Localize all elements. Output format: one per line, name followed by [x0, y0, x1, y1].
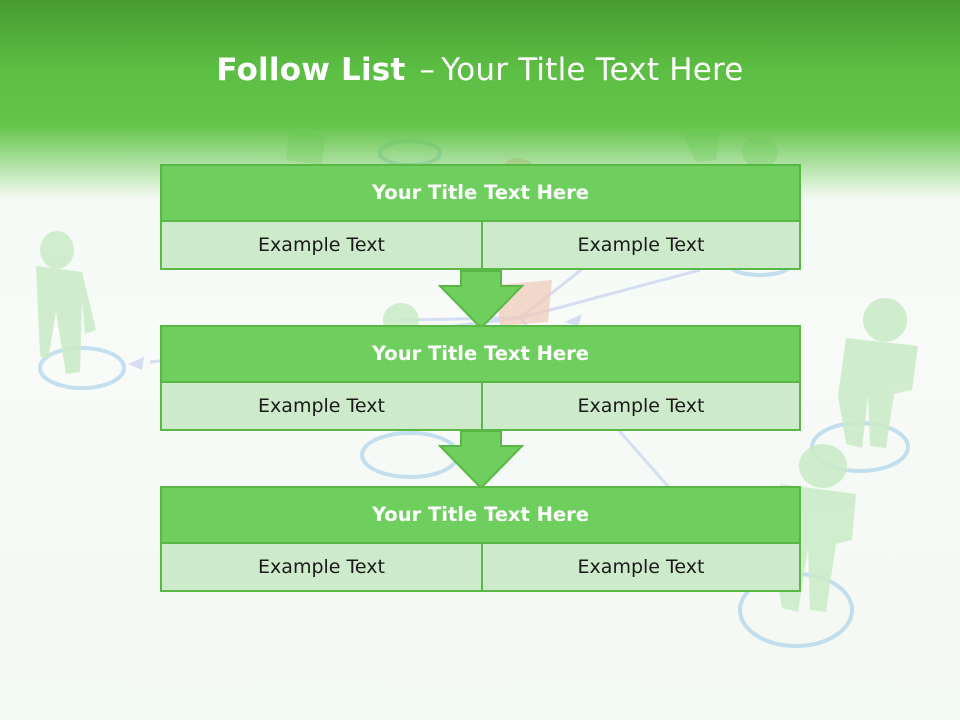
- box-cell-right: Example Text: [577, 395, 705, 417]
- follow-list-box-1: Your Title Text Here Example Text Exampl…: [160, 164, 801, 270]
- box-header: Your Title Text Here: [162, 166, 799, 222]
- title-dash: –: [419, 52, 436, 88]
- box-header: Your Title Text Here: [162, 327, 799, 383]
- network-link: [519, 268, 701, 320]
- slide-title-bold: Follow List: [216, 52, 406, 88]
- ground-ring: [38, 346, 126, 390]
- follow-list-box-2: Your Title Text Here Example Text Exampl…: [160, 325, 801, 431]
- box-title: Your Title Text Here: [371, 503, 590, 526]
- box-title: Your Title Text Here: [371, 181, 590, 204]
- person-figure-left: [36, 231, 96, 374]
- follow-list-box-3: Your Title Text Here Example Text Exampl…: [160, 486, 801, 592]
- box-cell-right: Example Text: [577, 556, 705, 578]
- down-arrow-icon: [438, 430, 524, 490]
- box-cell-left: Example Text: [162, 222, 483, 268]
- person-figure-right: [838, 298, 918, 448]
- down-arrow-icon: [438, 270, 524, 330]
- network-arrowhead: [565, 314, 582, 327]
- slide-title: Follow List–Your Title Text Here: [0, 52, 960, 88]
- box-title: Your Title Text Here: [371, 342, 590, 365]
- network-arrowhead: [128, 357, 144, 370]
- box-header: Your Title Text Here: [162, 488, 799, 544]
- box-cell-left: Example Text: [162, 544, 483, 590]
- slide-title-rest: Your Title Text Here: [441, 52, 744, 88]
- box-cell-left: Example Text: [162, 383, 483, 429]
- box-cell-right: Example Text: [577, 234, 705, 256]
